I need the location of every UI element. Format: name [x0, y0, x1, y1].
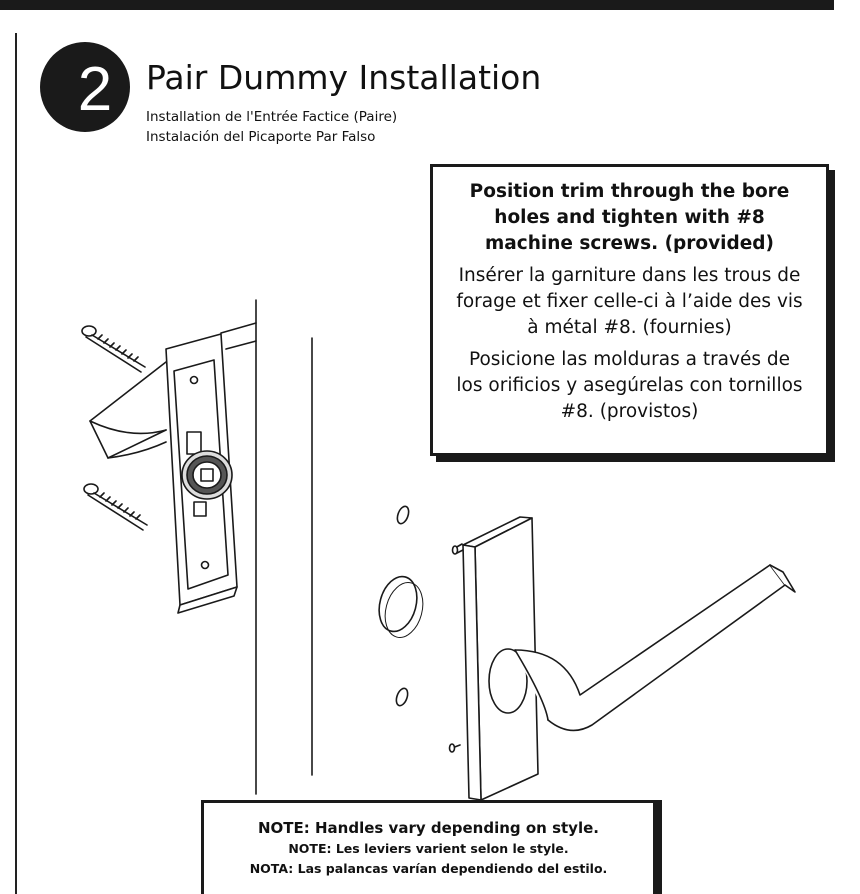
- rear-trim-plate: [165, 333, 238, 614]
- instruction-french: Insérer la garniture dans les trous de f…: [456, 265, 803, 338]
- note-english: NOTE: Handles vary depending on style.: [258, 819, 599, 837]
- step-number-badge: [40, 42, 130, 132]
- top-rule: [0, 0, 834, 10]
- subtitle-spanish: Instalación del Picaporte Par Falso: [146, 129, 376, 145]
- note-box: NOTE: Handles vary depending on style. N…: [201, 800, 656, 894]
- subtitle-french: Installation de l'Entrée Factice (Paire): [146, 109, 398, 125]
- instruction-spanish: Posicione las molduras a través de los o…: [456, 349, 803, 422]
- step-number: 2: [77, 55, 113, 124]
- instruction-box: Position trim through the bore holes and…: [430, 164, 829, 456]
- door-edge-lines: [220, 299, 313, 795]
- bore-holes: [378, 505, 424, 707]
- page-title: Pair Dummy Installation: [146, 58, 542, 97]
- left-margin-rule: [15, 33, 17, 894]
- machine-screw-bottom: [83, 483, 148, 531]
- note-spanish: NOTA: Las palancas varían dependiendo de…: [249, 861, 608, 876]
- note-french: NOTE: Les leviers varient selon le style…: [288, 841, 569, 856]
- instruction-english: Position trim through the bore holes and…: [469, 181, 790, 254]
- machine-screw-top: [81, 325, 146, 373]
- front-lever: [488, 564, 796, 732]
- rear-lever: [89, 361, 167, 459]
